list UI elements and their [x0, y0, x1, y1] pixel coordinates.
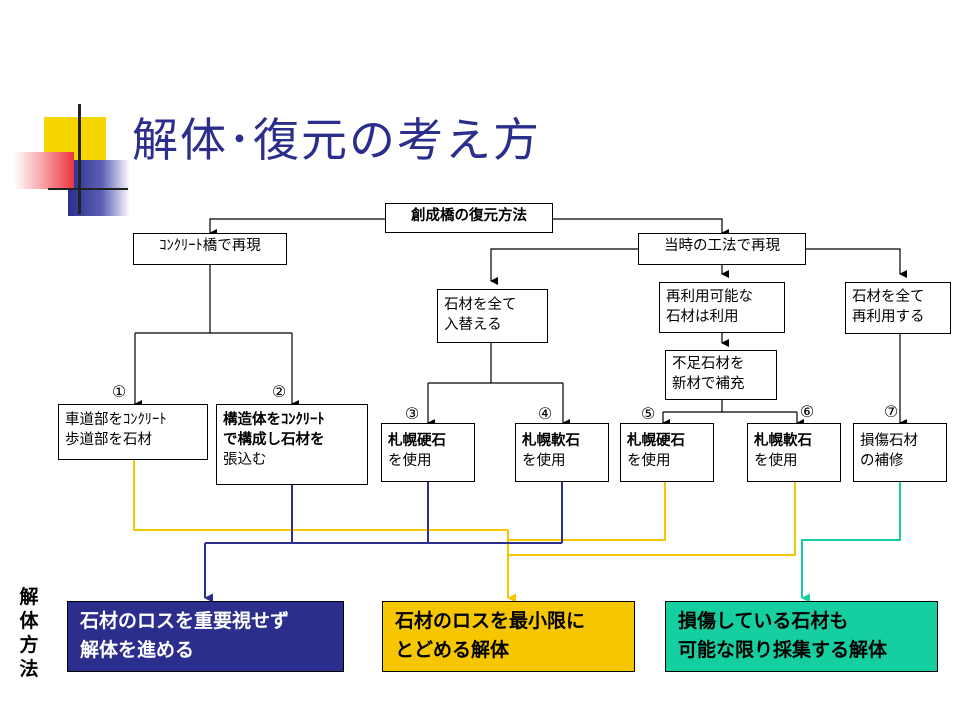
result-line: 石材のロスを重要視せず: [80, 610, 290, 632]
result-box-3: 損傷している石材も 可能な限り採集する解体: [665, 601, 938, 672]
option-line: で構成し石材を: [223, 432, 325, 448]
option-box-7: 損傷石材 の補修: [853, 423, 947, 482]
option-line: 札幌硬石: [388, 433, 446, 449]
result-box-1: 石材のロスを重要視せず 解体を進める: [67, 601, 344, 672]
option-line: を使用: [627, 453, 671, 469]
option-line: 損傷石材: [860, 433, 918, 449]
option-line: 構造体をｺﾝｸﾘｰﾄ: [223, 412, 325, 428]
option-line: 張込む: [223, 452, 267, 468]
sub-reuse-possible-line: 再利用可能な: [666, 289, 753, 305]
sub-replace-all-line: 入替える: [444, 317, 502, 333]
sub-supplement-line: 新材で補充: [672, 376, 745, 392]
root-label: 創成橋の復元方法: [411, 208, 527, 224]
branch-original-box: 当時の工法で再現: [638, 233, 806, 265]
root-box: 創成橋の復元方法: [385, 203, 553, 233]
sub-reuse-all-line: 再利用する: [852, 309, 925, 325]
sub-reuse-possible-box: 再利用可能な 石材は利用: [659, 282, 785, 333]
deco-vertical-bar: [78, 104, 81, 214]
option-box-4: 札幌軟石 を使用: [515, 423, 609, 482]
sub-supplement-line: 不足石材を: [672, 356, 745, 372]
option-line: 歩道部を石材: [65, 432, 152, 448]
sub-replace-all-box: 石材を全て 入替える: [437, 289, 548, 343]
sub-reuse-all-box: 石材を全て 再利用する: [845, 282, 951, 334]
sub-reuse-all-line: 石材を全て: [852, 289, 925, 305]
option-box-1: 車道部をｺﾝｸﾘｰﾄ 歩道部を石材: [58, 404, 208, 460]
option-number: ②: [271, 382, 287, 401]
sub-supplement-box: 不足石材を 新材で補充: [665, 350, 777, 400]
option-number: ④: [537, 404, 553, 423]
result-box-2: 石材のロスを最小限に とどめる解体: [382, 601, 635, 672]
option-line: 札幌硬石: [627, 433, 685, 449]
result-line: とどめる解体: [395, 639, 510, 661]
result-line: 石材のロスを最小限に: [395, 610, 586, 632]
option-box-5: 札幌硬石 を使用: [620, 423, 714, 482]
option-line: 車道部をｺﾝｸﾘｰﾄ: [65, 412, 167, 428]
option-number: ①: [111, 382, 127, 401]
option-number: ③: [404, 404, 420, 423]
option-line: 札幌軟石: [522, 433, 580, 449]
option-box-3: 札幌硬石 を使用: [381, 423, 475, 482]
option-line: 札幌軟石: [754, 433, 812, 449]
result-line: 解体を進める: [80, 639, 195, 661]
result-line: 可能な限り採集する解体: [678, 639, 888, 661]
deco-red-square: [14, 152, 74, 189]
side-label: 解体方法: [19, 586, 39, 680]
sub-replace-all-line: 石材を全て: [444, 297, 517, 313]
option-number: ⑥: [799, 402, 815, 421]
sub-reuse-possible-line: 石材は利用: [666, 309, 739, 325]
branch-concrete-label: ｺﾝｸﾘｰﾄ橋で再現: [159, 238, 261, 254]
branch-original-label: 当時の工法で再現: [664, 238, 780, 254]
option-line: を使用: [754, 453, 798, 469]
page-title: 解体･復元の考え方: [132, 113, 541, 167]
branch-concrete-box: ｺﾝｸﾘｰﾄ橋で再現: [133, 233, 287, 265]
option-line: の補修: [860, 453, 904, 469]
option-number: ⑦: [883, 402, 899, 421]
result-line: 損傷している石材も: [678, 610, 849, 632]
option-number: ⑤: [640, 404, 656, 423]
option-line: を使用: [388, 453, 432, 469]
option-box-2: 構造体をｺﾝｸﾘｰﾄ で構成し石材を 張込む: [216, 404, 368, 485]
deco-horizontal-bar: [48, 188, 128, 190]
option-line: を使用: [522, 453, 566, 469]
option-box-6: 札幌軟石 を使用: [747, 423, 841, 482]
